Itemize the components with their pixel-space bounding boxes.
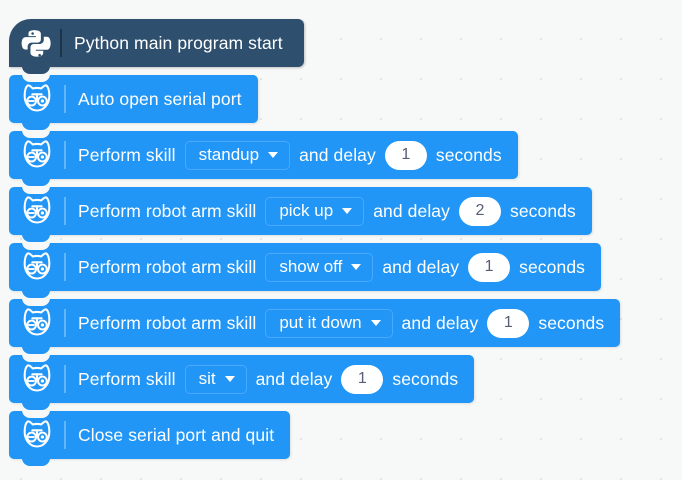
block-content: Perform skill standup and delay 1 seconds — [78, 140, 502, 170]
block-content: Auto open serial port — [78, 89, 242, 110]
icon-divider — [64, 309, 66, 337]
cat-face-icon — [20, 138, 54, 172]
chevron-down-icon — [370, 320, 381, 326]
number-input[interactable]: 2 — [458, 196, 501, 226]
block-connector-notch — [22, 186, 50, 194]
block-connector-notch — [22, 130, 50, 138]
number-input[interactable]: 1 — [341, 364, 384, 394]
block-content: Perform robot arm skill put it down and de… — [78, 308, 605, 338]
command-block[interactable]: Auto open serial port — [9, 74, 258, 130]
block-connector-bump — [22, 118, 50, 130]
command-block[interactable]: Perform skill standup and delay 1 seconds — [9, 130, 518, 186]
dropdown-field[interactable]: put it down — [265, 308, 393, 338]
chevron-down-icon — [224, 376, 235, 382]
icon-divider — [64, 421, 66, 449]
block-text: and delay — [401, 312, 479, 333]
block-text: Perform robot arm skill — [78, 200, 257, 221]
dropdown-value: sit — [198, 369, 216, 388]
dropdown-field[interactable]: standup — [184, 140, 291, 170]
icon-divider — [64, 85, 66, 113]
block-connector-notch — [22, 410, 50, 418]
dropdown-value: standup — [198, 145, 260, 164]
block-text: Perform skill — [78, 144, 176, 165]
dropdown-field[interactable]: show off — [265, 252, 374, 282]
block-connector-notch — [22, 242, 50, 250]
block-text: seconds — [435, 144, 502, 165]
cat-face-icon — [20, 362, 54, 396]
block-content: Close serial port and quit — [78, 425, 274, 446]
block-text: and delay — [382, 256, 460, 277]
icon-divider — [64, 141, 66, 169]
dropdown-value: pick up — [279, 201, 334, 220]
hat-block-label: Python main program start — [74, 32, 283, 53]
block-connector-notch — [22, 74, 50, 82]
icon-divider — [60, 29, 62, 57]
icon-divider — [64, 253, 66, 281]
command-block[interactable]: Perform robot arm skill show off and delay… — [9, 242, 602, 298]
block-text: seconds — [392, 368, 459, 389]
command-block[interactable]: Close serial port and quit — [9, 410, 291, 466]
cat-face-icon — [20, 194, 54, 228]
block-connector-bump — [22, 454, 50, 466]
command-block[interactable]: Perform robot arm skill pick up and delay 2… — [9, 186, 592, 242]
dropdown-value: put it down — [279, 313, 362, 332]
block-content: Perform robot arm skill show off and delay… — [78, 252, 586, 282]
block-connector-bump — [22, 230, 50, 242]
block-text: and delay — [373, 200, 450, 221]
number-input[interactable]: 1 — [487, 308, 530, 338]
icon-divider — [64, 197, 66, 225]
block-text: and delay — [255, 368, 333, 389]
cat-face-icon — [20, 418, 54, 452]
block-content: Perform skill sit and delay 1 seconds — [78, 364, 459, 394]
hat-block-python-main-start[interactable]: Python main program start — [9, 19, 304, 74]
chevron-down-icon — [268, 152, 279, 158]
dropdown-field[interactable]: sit — [184, 364, 247, 394]
block-connector-bump — [22, 342, 50, 354]
cat-face-icon — [20, 82, 54, 116]
number-input[interactable]: 1 — [468, 252, 511, 282]
block-connector-bump — [22, 398, 50, 410]
dropdown-value: show off — [279, 257, 343, 276]
block-connector-bump — [22, 286, 50, 298]
block-content: Perform robot arm skill pick up and delay 2… — [78, 196, 576, 226]
cat-face-icon — [20, 250, 54, 284]
script-stack: Python main program start Auto open seri… — [9, 19, 621, 466]
block-text: seconds — [538, 312, 605, 333]
icon-divider — [64, 365, 66, 393]
block-connector-bump — [22, 174, 50, 186]
block-text: Perform skill — [78, 368, 176, 389]
block-connector-bump — [22, 62, 50, 74]
block-text: seconds — [519, 256, 586, 277]
block-connector-notch — [22, 354, 50, 362]
command-block[interactable]: Perform robot arm skill put it down and de… — [9, 298, 621, 354]
block-text: Perform robot arm skill — [78, 256, 257, 277]
number-input[interactable]: 1 — [384, 140, 427, 170]
chevron-down-icon — [351, 264, 362, 270]
dropdown-field[interactable]: pick up — [265, 196, 365, 226]
block-text: and delay — [299, 144, 376, 165]
chevron-down-icon — [342, 208, 353, 214]
block-text: Close serial port and quit — [78, 424, 275, 445]
block-text: Auto open serial port — [78, 88, 242, 109]
cat-face-icon — [20, 306, 54, 340]
python-icon — [21, 28, 51, 58]
block-text: Perform robot arm skill — [78, 312, 257, 333]
command-block[interactable]: Perform skill sit and delay 1 seconds — [9, 354, 475, 410]
block-connector-notch — [22, 298, 50, 306]
block-text: seconds — [509, 200, 576, 221]
